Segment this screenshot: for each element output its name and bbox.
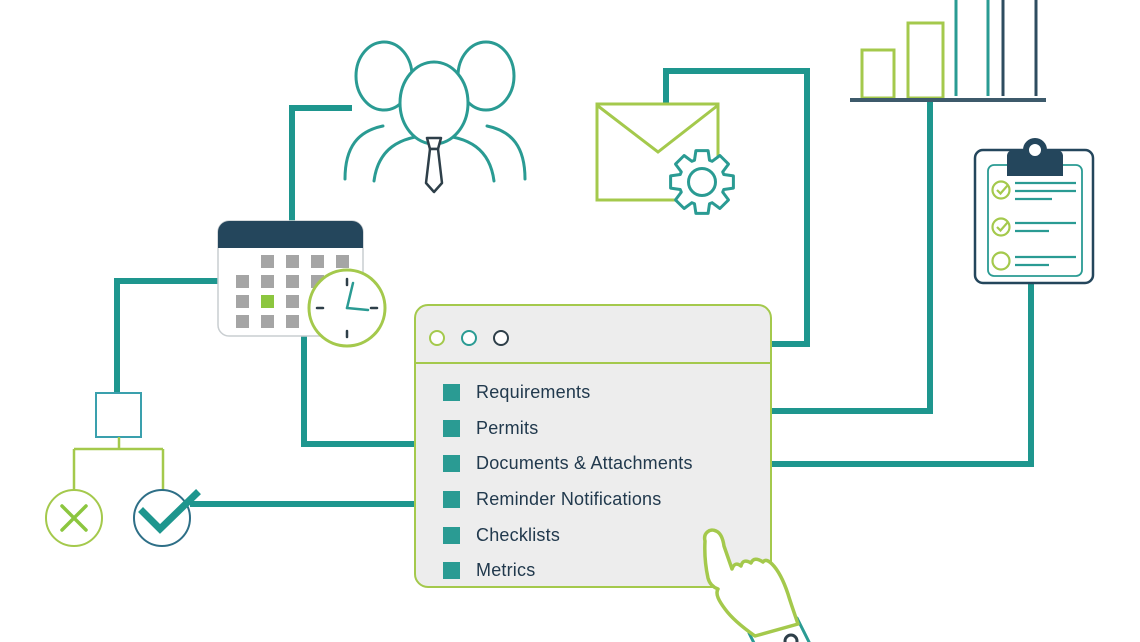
calendar-header (218, 221, 363, 248)
window-control-dot-navy (493, 330, 509, 346)
clock-hands (345, 281, 370, 312)
connector-calendar-window (301, 334, 416, 447)
bar-chart-icon (850, 0, 1046, 102)
connector-clipboard-window (770, 280, 1034, 467)
gear-icon (669, 149, 735, 215)
calendar-body (217, 220, 364, 337)
feature-label: Checklists (476, 524, 561, 545)
connector-calendar-left (114, 278, 218, 394)
team-head-center (398, 60, 470, 146)
clipboard-check-rows (991, 180, 1076, 271)
connector-team (289, 105, 352, 224)
feature-item-permits[interactable]: Permits (443, 411, 770, 447)
team-head-right (456, 40, 516, 112)
flowchart-branches (72, 437, 165, 490)
feature-item-reminder-notifications[interactable]: Reminder Notifications (443, 482, 770, 518)
clock-icon (307, 268, 387, 348)
chart-bar-small (860, 48, 896, 100)
checklist-clipboard-icon (973, 138, 1095, 285)
clipboard-board (973, 148, 1095, 285)
envelope-flap (597, 104, 718, 154)
window-titlebar (416, 306, 770, 364)
reject-x-icon (45, 489, 103, 547)
bullet-square-icon (443, 526, 460, 544)
decision-node-icon (95, 392, 142, 438)
approve-check-icon (133, 489, 201, 547)
email-automation-icon (595, 102, 735, 215)
bullet-square-icon (443, 419, 460, 437)
feature-label: Documents & Attachments (476, 453, 693, 474)
envelope-icon (595, 102, 720, 202)
clipboard-clip-knob (1023, 138, 1047, 162)
feature-label: Permits (476, 417, 539, 438)
team-shoulder-right (485, 124, 527, 181)
cuff-button (783, 633, 799, 642)
team-body-center (372, 133, 496, 183)
decision-flowchart-icon (45, 392, 201, 547)
clipboard-paper (987, 164, 1083, 277)
calendar-days (236, 255, 349, 328)
browser-window: Requirements Permits Documents & Attachm… (414, 304, 772, 588)
window-control-dot-teal (461, 330, 477, 346)
team-icon (343, 40, 527, 194)
calendar-selected-day (261, 295, 274, 308)
team-shoulder-left (343, 124, 385, 181)
team-tie (424, 136, 444, 194)
bullet-square-icon (443, 562, 460, 580)
connector-chart-window (770, 100, 933, 414)
clipboard-clip (1007, 150, 1063, 176)
feature-label: Metrics (476, 560, 536, 581)
bullet-square-icon (443, 455, 460, 473)
team-head-left (354, 40, 414, 112)
feature-item-requirements[interactable]: Requirements (443, 375, 770, 411)
feature-item-checklists[interactable]: Checklists (443, 517, 770, 553)
hand-cuff (747, 616, 811, 642)
feature-label: Reminder Notifications (476, 489, 662, 510)
feature-item-documents-attachments[interactable]: Documents & Attachments (443, 446, 770, 482)
feature-list: Requirements Permits Documents & Attachm… (416, 375, 770, 589)
window-control-dot-green (429, 330, 445, 346)
chart-bar-medium (906, 21, 945, 100)
bullet-square-icon (443, 384, 460, 402)
calendar-clock-icon (217, 220, 387, 348)
bullet-square-icon (443, 491, 460, 509)
feature-item-metrics[interactable]: Metrics (443, 553, 770, 589)
feature-label: Requirements (476, 382, 591, 403)
team-body-center-fill (374, 135, 494, 181)
